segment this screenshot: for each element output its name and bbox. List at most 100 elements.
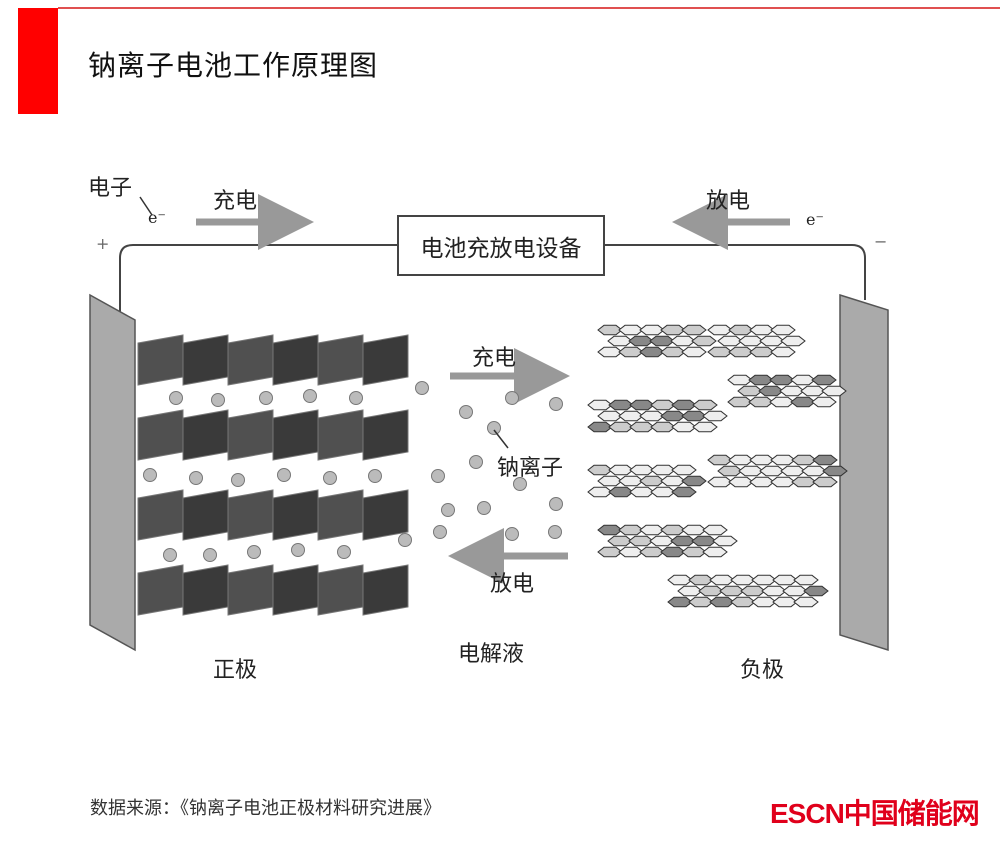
electron-symbol-right: e⁻ — [806, 210, 824, 229]
graphene-hexagon — [597, 346, 623, 358]
graphene-hexagon — [728, 324, 754, 336]
graphene-hexagon — [780, 335, 806, 347]
cathode-layer-block — [362, 489, 409, 541]
graphene-hexagon — [770, 324, 796, 336]
ion-pointer — [493, 429, 509, 449]
cathode-layer-block — [182, 409, 229, 461]
graphene-hexagon — [691, 335, 717, 347]
cathode-layer-block — [182, 489, 229, 541]
graphene-hexagon — [702, 546, 728, 558]
sodium-ion — [303, 389, 317, 403]
graphene-hexagon — [639, 475, 665, 487]
graphene-hexagon — [759, 335, 785, 347]
graphene-hexagon — [671, 464, 697, 476]
graphene-hexagon — [811, 374, 837, 386]
cathode-layer-block — [137, 489, 184, 541]
anode-label: 负极 — [740, 658, 785, 683]
graphene-hexagon — [691, 535, 717, 547]
graphene-hexagon — [751, 574, 777, 586]
graphene-hexagon — [667, 596, 693, 608]
cathode-layer-block — [272, 334, 319, 386]
sodium-ion-label: 钠离子 — [497, 456, 564, 481]
graphene-hexagon — [702, 524, 728, 536]
cathode-layer-block — [317, 564, 364, 616]
sodium-ion — [459, 405, 473, 419]
graphene-hexagon — [628, 335, 654, 347]
sodium-ion — [349, 391, 363, 405]
graphene-hexagon — [608, 464, 634, 476]
graphene-hexagon — [639, 524, 665, 536]
sodium-ion — [169, 391, 183, 405]
graphene-hexagon — [681, 410, 707, 422]
electron-pointer — [139, 196, 153, 216]
graphene-hexagon — [769, 374, 795, 386]
graphene-hexagon — [618, 346, 644, 358]
graphene-hexagon — [790, 396, 816, 408]
graphene-hexagon — [811, 396, 837, 408]
discharge-label-top: 放电 — [706, 189, 751, 214]
sodium-ion — [505, 527, 519, 541]
electrolyte-label: 电解液 — [458, 642, 525, 667]
cathode-layer-block — [227, 564, 274, 616]
graphene-hexagon — [749, 324, 775, 336]
graphene-hexagon — [681, 346, 707, 358]
graphene-hexagon — [719, 585, 745, 597]
graphene-hexagon — [667, 574, 693, 586]
sodium-ion — [143, 468, 157, 482]
graphene-hexagon — [639, 410, 665, 422]
graphene-hexagon — [801, 465, 827, 477]
graphene-hexagon — [629, 399, 655, 411]
graphene-hexagon — [772, 596, 798, 608]
graphene-hexagon — [629, 486, 655, 498]
graphene-hexagon — [639, 546, 665, 558]
graphene-hexagon — [707, 324, 733, 336]
top-rule — [58, 7, 1000, 9]
sodium-ion — [487, 421, 501, 435]
electron-symbol-left: e⁻ — [148, 208, 166, 227]
graphene-hexagon — [769, 396, 795, 408]
discharge-label-mid: 放电 — [490, 572, 535, 597]
graphene-hexagon — [671, 421, 697, 433]
graphene-hexagon — [618, 524, 644, 536]
anode-graphene — [587, 324, 848, 608]
graphene-hexagon — [728, 454, 754, 466]
cathode-layer-block — [227, 489, 274, 541]
cathode-layer-block — [362, 564, 409, 616]
cathode-layer-block — [227, 334, 274, 386]
graphene-hexagon — [671, 486, 697, 498]
graphene-hexagon — [649, 535, 675, 547]
plus-sign: + — [96, 234, 110, 253]
graphene-hexagon — [709, 574, 735, 586]
sodium-ion — [163, 548, 177, 562]
graphene-hexagon — [608, 486, 634, 498]
graphene-hexagon — [738, 335, 764, 347]
graphene-hexagon — [749, 454, 775, 466]
graphene-hexagon — [671, 399, 697, 411]
graphene-hexagon — [608, 421, 634, 433]
graphene-hexagon — [758, 385, 784, 397]
cathode-layer-block — [137, 564, 184, 616]
cathode-layer-block — [227, 409, 274, 461]
graphene-hexagon — [791, 476, 817, 488]
graphene-hexagon — [688, 596, 714, 608]
sodium-ion — [291, 543, 305, 557]
graphene-hexagon — [698, 585, 724, 597]
graphene-hexagon — [587, 464, 613, 476]
graphene-hexagon — [779, 385, 805, 397]
sodium-ion — [189, 471, 203, 485]
electron-label: 电子 — [88, 176, 133, 201]
sodium-ion — [247, 545, 261, 559]
sodium-ion — [469, 455, 483, 469]
graphene-hexagon — [793, 574, 819, 586]
graphene-hexagon — [587, 421, 613, 433]
graphene-hexagon — [737, 385, 763, 397]
graphene-hexagon — [660, 410, 686, 422]
sodium-ion — [549, 397, 563, 411]
sodium-ions — [143, 381, 563, 562]
graphene-hexagon — [660, 524, 686, 536]
graphene-hexagon — [780, 465, 806, 477]
graphene-hexagon — [738, 465, 764, 477]
cathode-layer-block — [272, 409, 319, 461]
anode-plate — [839, 293, 889, 652]
